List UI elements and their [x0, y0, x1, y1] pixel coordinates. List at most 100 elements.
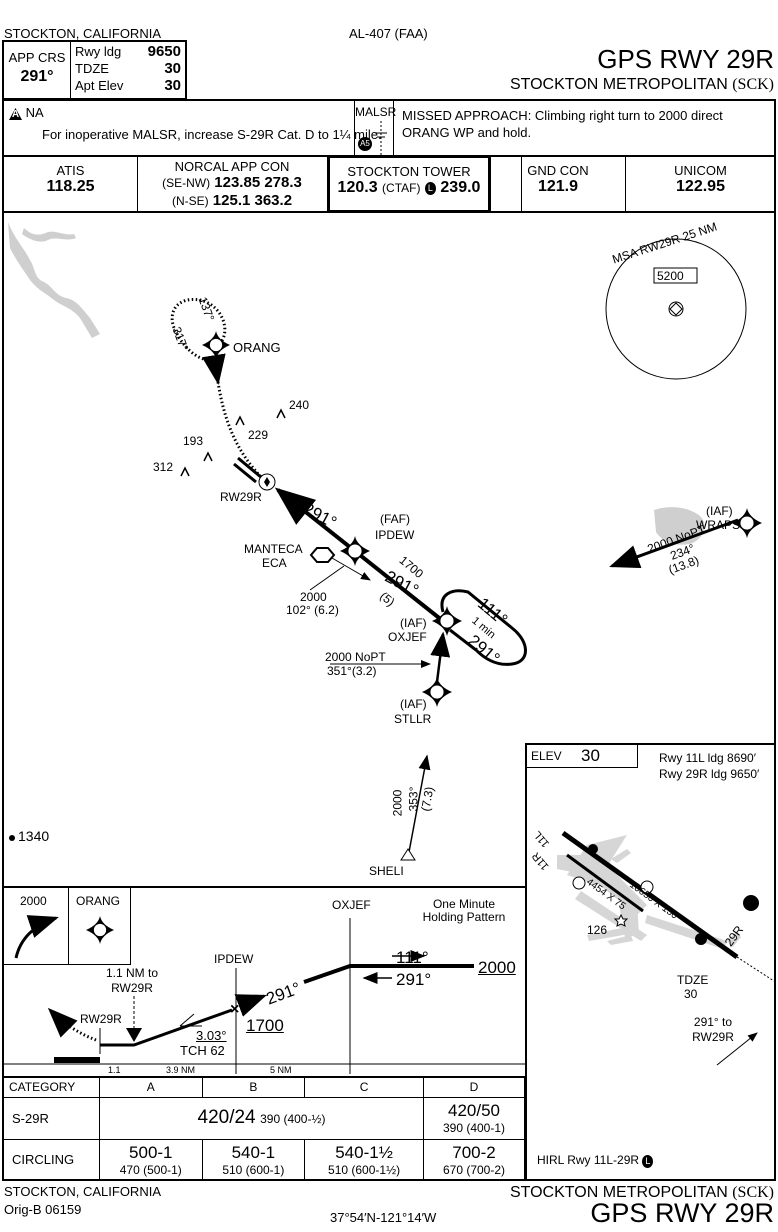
tower-freq[interactable]: 120.3	[337, 179, 378, 196]
hirl-pcl-icon: L	[642, 1155, 654, 1168]
apt-elev-value: 30	[164, 77, 181, 94]
min-header-a: A	[99, 1076, 203, 1098]
atis-label: ATIS	[56, 163, 85, 178]
footer-amendment: Orig-B 06159	[4, 1202, 82, 1217]
tch: TCH 62	[180, 1043, 225, 1058]
min-s29r-d-main: 420/50	[448, 1101, 500, 1121]
min-s29r-abc-sub: 390 (400-½)	[260, 1112, 326, 1127]
manteca-label[interactable]: MANTECA	[244, 542, 303, 556]
missed-climb-alt: 2000	[20, 894, 47, 908]
wraps-segment	[609, 518, 739, 569]
na-note: A NA	[9, 105, 44, 120]
airport-name-text: STOCKTON METROPOLITAN	[509, 76, 728, 93]
airport-name: STOCKTON METROPOLITAN (SCK)	[510, 76, 774, 94]
obstacle-star-icon	[613, 913, 629, 927]
spot-elevation-icon	[9, 835, 15, 841]
ipdew-label[interactable]: IPDEW	[375, 528, 415, 542]
min-circling-d-sub: 670 (700-2)	[442, 1162, 506, 1177]
wraps-label[interactable]: WRAPS	[696, 518, 741, 532]
sheli-segment	[408, 754, 431, 853]
tdze-label: TDZE	[75, 61, 109, 76]
stllr-segment-course: 351°(3.2)	[327, 664, 377, 678]
elev-box: ELEV 30	[527, 745, 638, 768]
unicom-freq[interactable]: 122.95	[676, 178, 725, 195]
malsr-icon	[375, 121, 387, 155]
oxjef-label[interactable]: OXJEF	[388, 630, 427, 644]
obstacle-229: 229	[248, 428, 269, 442]
orang-holding-pattern	[170, 297, 227, 362]
tdze-value: 30	[164, 60, 181, 77]
holding-title: One Minute Holding Pattern	[422, 897, 506, 924]
norcal-freqs-1[interactable]: 123.85 278.3	[214, 174, 302, 191]
msa-altitude: 5200	[657, 269, 684, 283]
atis-freq[interactable]: 118.25	[46, 178, 95, 195]
rwy-ldg-value: 9650	[147, 43, 181, 60]
gnd-label: GND CON	[527, 163, 589, 178]
obstacle-312: 312	[153, 460, 174, 474]
procedure-title: GPS RWY 29R	[597, 44, 774, 74]
min-circling-b-sub: 510 (600-1)	[222, 1162, 285, 1177]
norcal-freqs-2[interactable]: 125.1 363.2	[212, 192, 293, 209]
rwy-ldg-label: Rwy ldg	[75, 44, 122, 59]
dist-3: 5 NM	[270, 1065, 292, 1075]
gnd-freq[interactable]: 121.9	[537, 178, 579, 195]
footer-coordinates: 37°54′N-121°14′W	[330, 1210, 437, 1225]
tower-uhf-freq[interactable]: 239.0	[440, 179, 481, 196]
stllr-iaf-tag: (IAF)	[400, 697, 427, 711]
manteca-id: ECA	[262, 556, 287, 570]
hold-outbound: 111°	[396, 948, 429, 967]
sheli-label[interactable]: SHELI	[369, 864, 404, 878]
stllr-label[interactable]: STLLR	[394, 712, 432, 726]
oxjef-iaf-tag: (IAF)	[400, 616, 427, 630]
missed-hold-fix-box: ORANG	[68, 888, 131, 965]
min-s29r-abc-main: 420/24	[197, 1107, 256, 1129]
airport-id: (SCK)	[732, 76, 774, 93]
min-header-c: C	[304, 1076, 424, 1098]
manteca-radial-course: 102° (6.2)	[286, 603, 339, 617]
profile-oxjef: OXJEF	[332, 898, 371, 912]
hold-inbound: 291°	[396, 970, 432, 989]
sheli-fix-icon	[400, 848, 416, 861]
min-circling-d-main: 700-2	[452, 1142, 496, 1162]
rwy-11l-landing: Rwy 11L ldg 8690′	[659, 751, 756, 765]
spot-elevation-label: 1340	[18, 828, 50, 844]
ipdew-altitude: 1700	[246, 1016, 284, 1035]
missed-climb-icon-box: 2000	[4, 888, 69, 965]
lighting-badge: A5	[358, 137, 372, 151]
obstacle-icons	[180, 408, 286, 477]
obstacle-240: 240	[289, 398, 310, 412]
dist-1: 1.1	[108, 1065, 121, 1075]
wraps-iaf-tag: (IAF)	[706, 504, 733, 518]
freq-atis: ATIS 118.25	[4, 163, 137, 196]
min-header-category: CATEGORY	[2, 1076, 100, 1098]
profile-ipdew: IPDEW	[214, 952, 254, 966]
ipdew-stepdown-icon: ×	[230, 1001, 239, 1018]
footer-airport: STOCKTON METROPOLITAN (SCK)	[510, 1184, 774, 1202]
dist-2: 3.9 NM	[166, 1065, 196, 1075]
freq-tower: STOCKTON TOWER 120.3 (CTAF) L 239.0	[327, 155, 491, 213]
diagram-tdze-label: TDZE	[677, 973, 709, 987]
glidepath-angle: 3.03°	[196, 1028, 227, 1043]
rw29r-label[interactable]: RW29R	[220, 490, 262, 504]
frequency-row: ATIS 118.25 NORCAL APP CON (SE-NW) 123.8…	[2, 155, 776, 213]
tower-label: STOCKTON TOWER	[347, 164, 471, 179]
chart-id: AL-407 (FAA)	[349, 26, 428, 41]
min-circling-a-main: 500-1	[129, 1142, 173, 1162]
river-shape	[8, 222, 100, 338]
hirl-text: HIRL Rwy 11L-29R	[537, 1153, 640, 1167]
inop-note: For inoperative MALSR, increase S-29R Ca…	[42, 127, 382, 142]
apt-elev-label: Apt Elev	[75, 78, 124, 93]
min-s29r-d: 420/50 390 (400-1)	[423, 1096, 526, 1141]
parking-icon	[695, 933, 707, 945]
oxjef-waypoint-icon	[432, 606, 462, 636]
hirl-note: HIRL Rwy 11L-29R L	[537, 1153, 654, 1168]
min-s29r-abc: 420/24 390 (400-½)	[99, 1096, 424, 1141]
unicom-label: UNICOM	[674, 163, 727, 178]
orang-label[interactable]: ORANG	[233, 340, 281, 355]
airport-diagram: ELEV 30 Rwy 11L ldg 8690′ Rwy 29R ldg 96…	[525, 743, 777, 1181]
plan-view-graphics	[8, 222, 762, 861]
min-s29r-d-sub: 390 (400-1)	[442, 1121, 506, 1136]
manteca-vor-icon	[309, 547, 336, 563]
airport-diagram-graphics	[557, 830, 777, 1066]
elev-value: 30	[581, 746, 600, 765]
